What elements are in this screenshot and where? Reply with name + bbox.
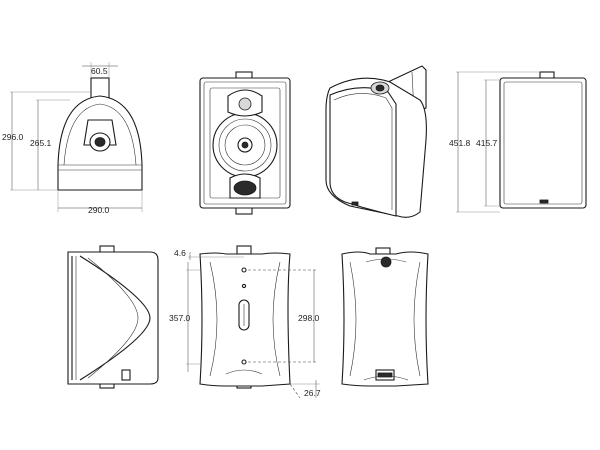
dim-side-height-total: 296.0 — [2, 132, 24, 142]
back-body — [341, 251, 429, 387]
dim-rear-height: 357.0 — [169, 313, 191, 323]
dim-side-width: 290.0 — [88, 205, 110, 215]
dim-top-width: 60.5 — [91, 66, 108, 76]
side-body — [67, 251, 159, 385]
front-view — [199, 71, 291, 215]
dim-rear-offset: 4.6 — [174, 248, 186, 258]
back-screw — [380, 256, 392, 268]
side-view — [67, 245, 159, 389]
dim-rear-bottom: 26.7 — [304, 388, 321, 398]
rear-view: 4.6 357.0 298.0 26.7 — [169, 245, 321, 399]
dim-side-height-body: 265.1 — [30, 138, 52, 148]
top-view: 60.5 296.0 265.1 290.0 — [2, 62, 143, 215]
perspective-view — [325, 65, 427, 218]
back-view — [341, 247, 429, 387]
front-outline-body — [499, 77, 587, 209]
dim-rear-spacing: 298.0 — [298, 313, 320, 323]
dim-front-height-body: 415.7 — [476, 138, 498, 148]
front-outline-view: 451.8 415.7 — [449, 71, 587, 213]
dim-front-height-total: 451.8 — [449, 138, 471, 148]
